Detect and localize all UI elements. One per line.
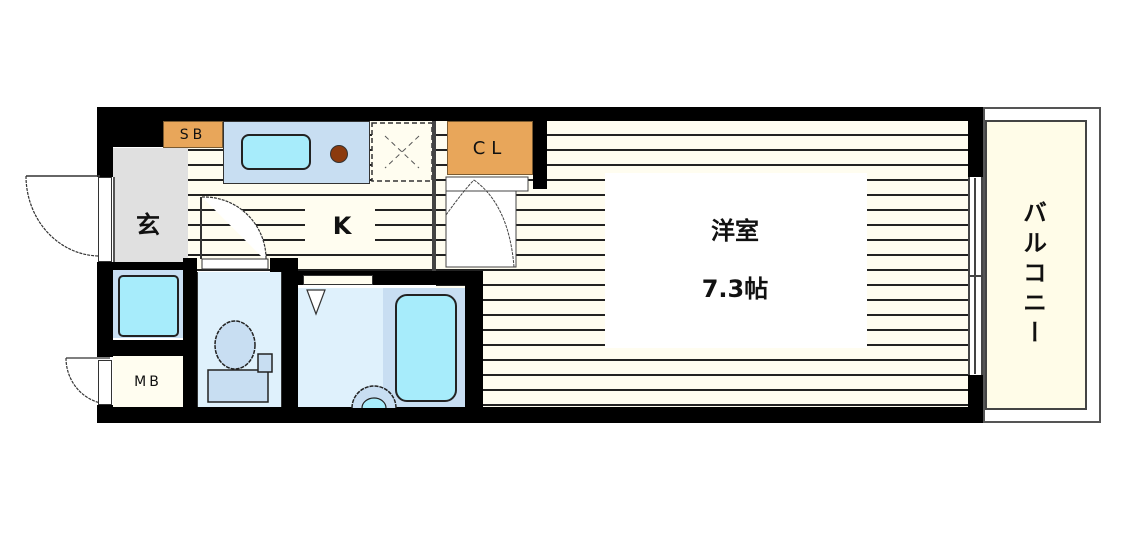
entrance-edge: [113, 177, 115, 262]
kitchen-sink-icon: [241, 134, 311, 170]
bath-door-icon: [200, 196, 269, 270]
balcony-inner: [985, 120, 1087, 410]
western-room-label: 洋室: [711, 216, 759, 245]
western-room-label-bg: [605, 173, 867, 348]
entrance-label: 玄: [136, 210, 160, 239]
closet-door-icon: [445, 176, 529, 268]
window-handle: [970, 275, 982, 277]
stove-burner-icon: [330, 145, 348, 163]
wall-corner-topleft: [97, 107, 163, 147]
western-room-size: 7.3帖: [701, 274, 769, 303]
washer-wall-bottom: [113, 340, 188, 356]
wall-bottom: [97, 407, 983, 423]
bath-top-door: [303, 275, 373, 285]
bath-right-wall: [465, 271, 483, 423]
balcony-label: バルコニー: [1018, 200, 1047, 350]
front-door-icon: [25, 175, 101, 257]
shoe-box: SB: [163, 121, 223, 148]
vanity-icon: [306, 289, 326, 316]
wall-left-mid: [97, 262, 113, 357]
kitchen-right-wall: [432, 121, 436, 271]
fridge-space-icon: [371, 122, 433, 182]
entrance-area: [113, 148, 188, 268]
closet-label: CL: [472, 137, 508, 159]
meter-box: MB: [113, 356, 183, 407]
kitchen-label-bg: [305, 200, 375, 250]
wall-left-bottom: [97, 405, 113, 423]
wall-top: [97, 107, 983, 121]
front-door-frame: [98, 177, 112, 262]
washer-wall-top: [113, 262, 188, 270]
meter-box-door-frame: [98, 360, 112, 405]
washbasin-icon: [351, 385, 397, 408]
meter-box-label: MB: [134, 373, 162, 390]
kitchen-label: K: [332, 212, 352, 240]
toilet-left-wall: [183, 258, 197, 423]
wall-right-bottom: [968, 375, 983, 423]
closet-right-wall: [533, 121, 547, 189]
toilet-icon: [207, 320, 273, 403]
washer-pan-icon: [118, 275, 179, 337]
toilet-right-wall: [282, 258, 298, 423]
shoe-box-label: SB: [179, 126, 207, 143]
closet: CL: [447, 121, 533, 175]
bathtub-icon: [395, 294, 457, 402]
